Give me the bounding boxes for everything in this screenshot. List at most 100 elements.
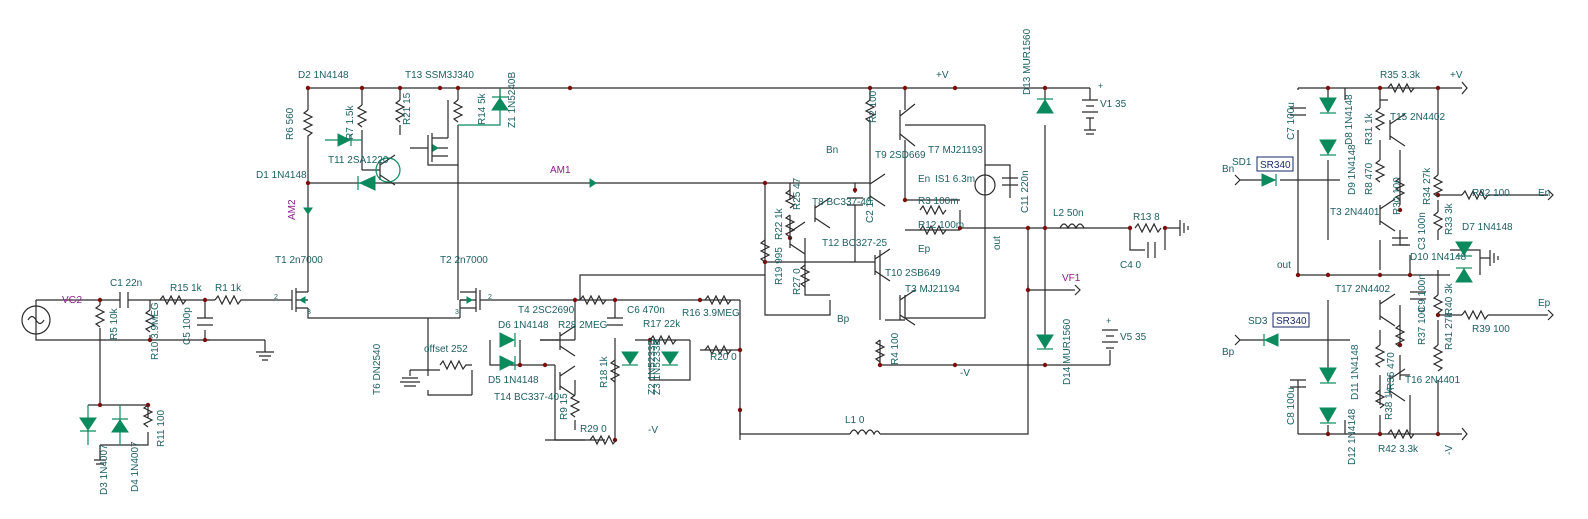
zener-z2 [621,351,639,366]
resistor-r42 [1387,428,1415,440]
label-r39: R39 100 [1472,324,1510,335]
label-d5: D5 1N4148 [488,375,539,386]
label-r14: R14 5k [477,92,488,125]
label-v5: V5 35 [1120,332,1147,343]
resistor-offset [439,359,472,371]
label-t6: T6 DN2540 [372,343,383,395]
label-r9: R9 15 [559,393,570,420]
mosfet-t1 [285,288,309,313]
label-l2: L2 50n [1053,208,1084,219]
label-z2: Z2 1N5233B [647,339,658,395]
label-t11: T11 2SA1220 [328,155,389,166]
capacitor-c8 [1290,379,1306,388]
capacitor-c6 [607,317,623,326]
battery-v1 [1082,99,1098,135]
arrow-vf1 [1074,284,1081,296]
label-r16: R16 3.9MEG [682,308,740,319]
resistor-r25 [784,189,796,209]
label-r11: R11 100 [156,409,167,447]
label-v5-plus: + [1106,316,1111,326]
capacitor-c5 [197,317,213,326]
resistor-r19 [759,239,771,263]
label-pin-3a: 3 [307,309,311,316]
resistor-r28 [579,294,607,306]
label-neg-rail: -V [960,368,970,379]
label-r10: R10 3.9MEG [150,302,161,360]
label-r36: R36 470 [1386,352,1397,390]
diode-d3 [79,405,97,445]
resistor-r13 [1134,222,1162,234]
resistor-r4 [874,339,886,363]
label-ep: Ep [918,244,931,255]
bjt-t11 [362,154,401,186]
resistor-r21 [394,99,406,123]
label-t13: T13 SSM3J340 [405,70,474,81]
resistor-r2 [864,99,876,123]
label-t3b: T3 MJ21194 [905,284,960,295]
label-bn: Bn [826,145,838,156]
capacitor-c3 [1392,237,1408,246]
label-sd3-part: SR340 [1276,316,1307,327]
label-ep-r: Ep [1538,298,1551,309]
label-r25: R25 47 [792,177,803,210]
diode-d9 [1319,139,1337,156]
label-r19: R19 995 [774,247,785,285]
label-am2: AM2 [287,199,298,220]
label-sd1-part: SR340 [1260,160,1291,171]
resistor-r33 [1432,211,1444,231]
label-t9: T9 2SD669 [875,150,926,161]
label-r41: R41 27k [1444,312,1455,350]
resistor-r6 [302,109,314,140]
label-en-r: En [1538,188,1550,199]
label-d1: D1 1N4148 [256,170,307,181]
label-r42: R42 3.3k [1378,444,1419,455]
resistor-r35 [1387,82,1415,94]
label-d2: D2 1N4148 [298,70,349,81]
label-vf1: VF1 [1062,273,1081,284]
resistor-r8 [1374,159,1386,183]
label-neg-mid: -V [648,425,658,436]
bjt-t3 [1379,198,1396,232]
arrow-am2 [303,207,313,215]
bjt-t9 [869,173,886,207]
diode-d8 [1319,97,1337,114]
label-pin-3b: 3 [455,309,459,316]
label-c2: C2 1n [865,196,876,223]
label-c5: C5 100p [182,307,193,345]
label-t15: T15 2N4402 [1390,112,1445,123]
label-d7: D7 1N4148 [1462,222,1513,233]
label-r13: R13 8 [1133,212,1160,223]
label-v1-plus: + [1098,81,1103,91]
label-pin-2b: 2 [488,294,492,301]
resistor-r10 [144,309,156,333]
rail-arrows [1234,81,1554,441]
label-d12: D12 1N4148 [1347,408,1358,465]
label-r3: R3 100m [918,196,959,207]
diode-d12 [1319,407,1337,424]
resistor-r11 [142,404,154,428]
label-r34: R34 27k [1422,167,1433,205]
ground-d7 [1489,250,1499,266]
diode-d10 [1455,267,1473,283]
label-bp: Bp [837,314,850,325]
label-r33: R33 3k [1444,202,1455,235]
label-t4: T4 2SC2690 [518,305,575,316]
labels: VG2 AM1 AM2 VF1 +V -V out +V -V out Bn B… [62,28,1551,495]
diode-d1 [357,175,376,191]
inductor-l2 [1059,223,1085,230]
bjt-t4 [540,325,576,357]
resistor-r40 [1432,294,1444,314]
zener-z3 [661,351,679,366]
label-sd1: SD1 [1232,157,1252,168]
capacitor-c7 [1290,107,1306,116]
label-is1: IS1 6.3m [935,174,975,185]
label-c4: C4 0 [1120,260,1142,271]
label-t17: T17 2N4402 [1335,284,1390,295]
label-offset: offset 252 [424,344,468,355]
resistor-r36 [1374,344,1386,368]
diode-d11 [1319,367,1337,384]
bjt-t7 [899,103,916,147]
label-c7: C7 100u [1286,102,1297,140]
voltage-source-vg2 [21,305,51,335]
